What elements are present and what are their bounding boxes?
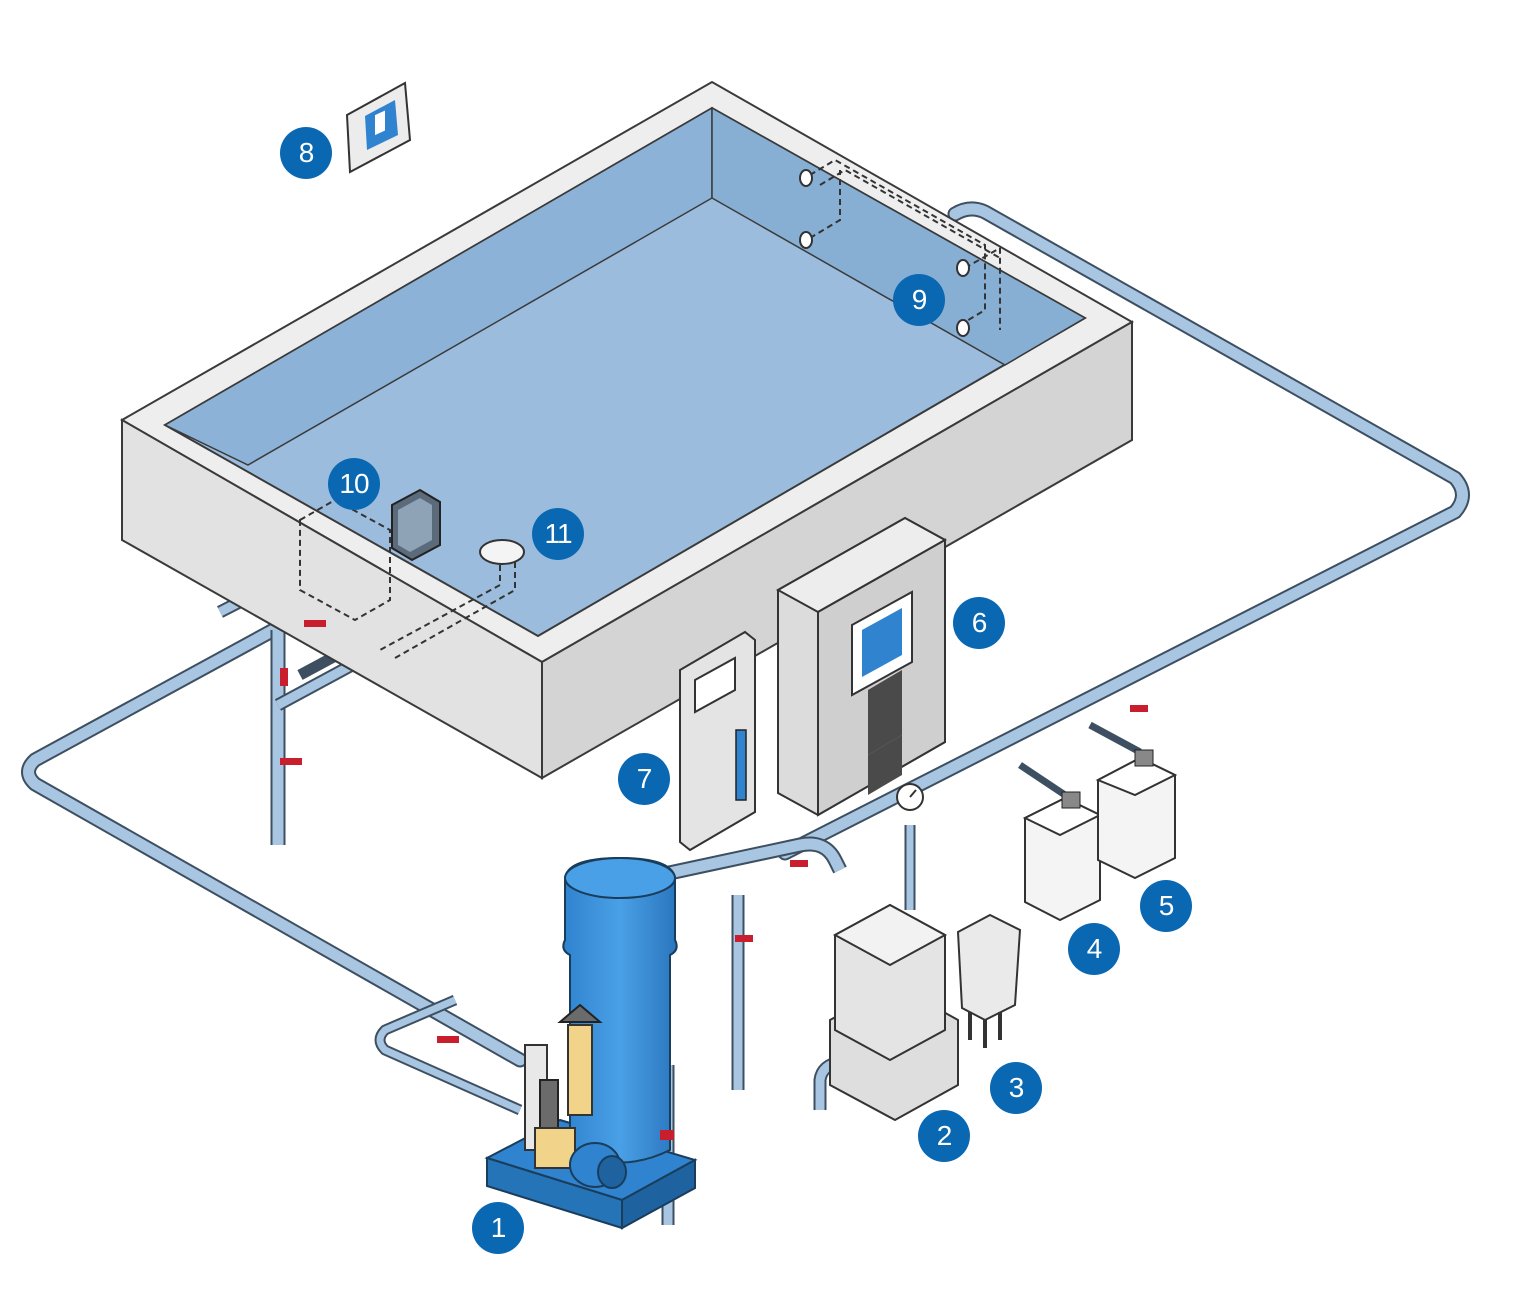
callout-label: 10 [339, 468, 369, 499]
callout-9: 9 [893, 274, 945, 326]
measuring-panel [679, 630, 756, 852]
valve-handle[interactable] [437, 1036, 459, 1043]
callout-label: 4 [1086, 933, 1103, 964]
floor-drain [379, 539, 525, 659]
callout-label: 8 [298, 137, 315, 168]
pressure-gauge [896, 783, 924, 811]
control-cabinet [775, 516, 948, 817]
valve-handle[interactable] [280, 668, 288, 686]
callout-5: 5 [1140, 880, 1192, 932]
callout-label: 11 [544, 518, 572, 549]
callout-7: 7 [618, 753, 670, 805]
callout-11: 11 [532, 508, 584, 560]
valve-handle[interactable] [304, 620, 326, 627]
skimmer [299, 488, 441, 622]
valve-handle[interactable] [790, 860, 808, 867]
callout-label: 1 [490, 1212, 507, 1243]
callout-label: 3 [1008, 1072, 1025, 1103]
dosing-unit [829, 903, 1022, 1122]
callout-label: 5 [1158, 890, 1175, 921]
callout-label: 2 [936, 1120, 953, 1151]
callout-label: 9 [911, 284, 928, 315]
wall-switch [345, 81, 412, 174]
callout-2: 2 [918, 1110, 970, 1162]
callout-4: 4 [1068, 923, 1120, 975]
valve-handle[interactable] [735, 935, 753, 942]
valve-handle[interactable] [280, 758, 302, 765]
callout-3: 3 [990, 1062, 1042, 1114]
callout-label: 7 [636, 763, 653, 794]
callout-1: 1 [472, 1202, 524, 1254]
callout-10: 10 [328, 458, 380, 510]
filter-pump-unit [484, 856, 698, 1230]
valve-handle[interactable] [660, 1130, 674, 1140]
chemical-canisters [1022, 749, 1178, 922]
valves [280, 620, 1148, 1140]
inlet-nozzles [799, 158, 1001, 337]
valve-handle[interactable] [1130, 705, 1148, 712]
pool-basin [119, 80, 1135, 780]
callout-8: 8 [280, 127, 332, 179]
callout-6: 6 [953, 597, 1005, 649]
callout-label: 6 [971, 607, 988, 638]
